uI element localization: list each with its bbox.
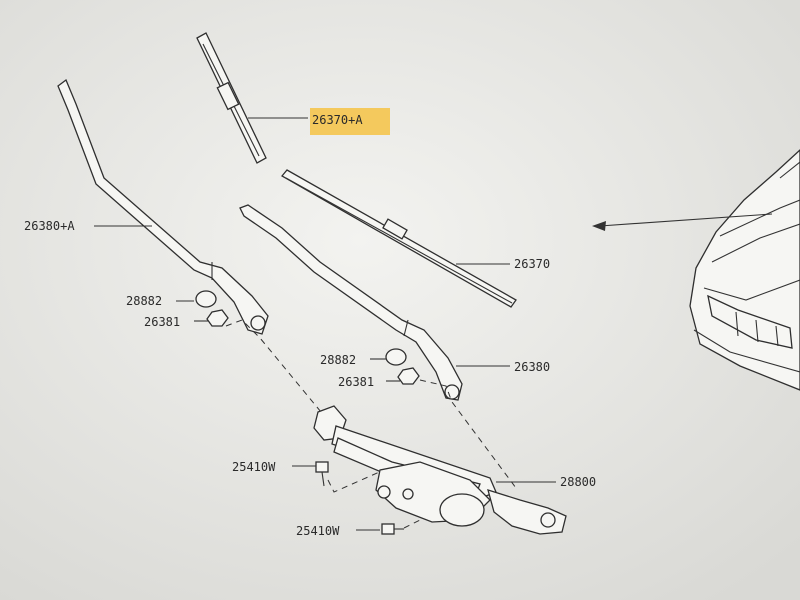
wiper-linkage-motor[interactable]	[313, 405, 567, 535]
highlight-box	[310, 108, 390, 135]
wiper-blade-upper[interactable]	[196, 32, 267, 164]
wiper-arm-left[interactable]	[57, 78, 269, 335]
label-26380[interactable]: 26380	[514, 360, 550, 374]
label-25410w-lower[interactable]: 25410W	[296, 524, 340, 538]
label-28800[interactable]: 28800	[560, 475, 596, 489]
label-26380-a[interactable]: 26380+A	[24, 219, 75, 233]
label-25410w-upper[interactable]: 25410W	[232, 460, 276, 474]
pivot-nut-left	[206, 309, 229, 327]
pivot-cap-right	[385, 348, 407, 366]
assembly-line-bolt-upper	[327, 469, 385, 493]
pivot-cap-left	[195, 290, 217, 308]
direction-arrow	[592, 213, 773, 231]
wiper-blade-main[interactable]	[281, 169, 517, 308]
label-26381-left[interactable]: 26381	[144, 315, 180, 329]
pivot-nut-right	[397, 367, 420, 385]
label-28882-right[interactable]: 28882	[320, 353, 356, 367]
wiper-arm-right[interactable]	[239, 204, 463, 401]
bolt-lower	[381, 523, 404, 535]
bolt-upper	[315, 461, 329, 487]
label-26370[interactable]: 26370	[514, 257, 550, 271]
assembly-line-right	[419, 379, 517, 489]
label-28882-left[interactable]: 28882	[126, 294, 162, 308]
label-26381-right[interactable]: 26381	[338, 375, 374, 389]
vehicle-front-view	[689, 149, 800, 391]
label-26370-a[interactable]: 26370+A	[312, 113, 363, 127]
